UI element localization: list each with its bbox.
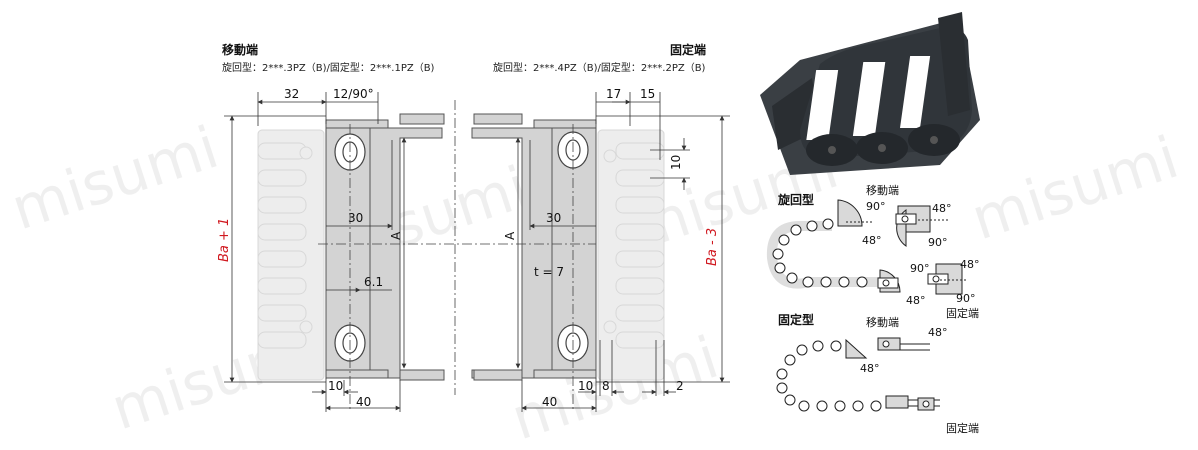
dim-thickness: t = 7 — [534, 265, 564, 279]
angle-48-f: 48° — [860, 362, 880, 375]
rotary-type-diagram — [766, 199, 968, 295]
dim-10-left: 10 — [328, 379, 343, 393]
right-bracket — [471, 113, 665, 381]
dim-40-right: 40 — [542, 395, 557, 409]
dim-6-1: 6.1 — [364, 275, 383, 289]
fixed-end-title: 固定端 — [670, 43, 707, 57]
fixed-fixed-end-label: 固定端 — [946, 421, 979, 435]
dim-15: 15 — [640, 87, 655, 101]
angle-48-c: 48° — [960, 258, 980, 271]
rotary-type-title: 旋回型 — [777, 192, 814, 207]
left-ghost-teeth — [257, 129, 325, 381]
angle-48-e: 48° — [928, 326, 948, 339]
center-lines — [318, 100, 596, 410]
dim-2: 2 — [676, 379, 684, 393]
left-bracket — [257, 113, 445, 381]
right-ghost-teeth — [597, 129, 665, 381]
dim-17: 17 — [606, 87, 621, 101]
angle-90-c: 90° — [910, 262, 930, 275]
rotary-chain-links — [772, 218, 868, 288]
dim-a-right: A — [503, 231, 517, 240]
fixed-end-subtitle: 旋回型：2***.4PZ（B)/固定型：2***.2PZ（B) — [493, 63, 706, 74]
dim-12-90: 12/90° — [333, 87, 374, 101]
left-dimension-lines — [224, 92, 407, 412]
dim-30-right: 30 — [546, 211, 561, 225]
dim-32: 32 — [284, 87, 299, 101]
fixed-chain-links — [776, 340, 882, 412]
dim-40-left: 40 — [356, 395, 371, 409]
angle-48-a: 48° — [932, 202, 952, 215]
angle-48-d: 48° — [906, 294, 926, 307]
fixed-type-title: 固定型 — [778, 312, 814, 327]
fixed-type-diagram — [776, 337, 940, 412]
angle-90-b: 90° — [928, 236, 948, 249]
dim-a-left: A — [389, 231, 403, 240]
dim-10-right: 10 — [578, 379, 593, 393]
angle-90-a: 90° — [866, 200, 886, 213]
cable-chain-render — [760, 12, 980, 175]
rotary-moving-end-label: 移動端 — [866, 183, 899, 197]
angle-90-d: 90° — [956, 292, 976, 305]
rotary-fixed-end-label: 固定端 — [946, 306, 979, 320]
fixed-moving-end-label: 移動端 — [866, 315, 899, 329]
dim-ba-plus: Ba + 1 — [217, 218, 232, 262]
watermark-text: misumi — [963, 123, 1186, 253]
moving-end-subtitle: 旋回型：2***.3PZ（B)/固定型：2***.1PZ（B) — [222, 63, 435, 74]
angle-48-b: 48° — [862, 234, 882, 247]
dim-10-vertical: 10 — [669, 155, 683, 170]
dim-30-left: 30 — [348, 211, 363, 225]
dim-ba-minus: Ba - 3 — [705, 228, 720, 266]
dim-8: 8 — [602, 379, 610, 393]
moving-end-title: 移動端 — [222, 43, 259, 57]
right-dimension-lines — [515, 92, 730, 412]
watermark-text: misumi — [3, 113, 226, 243]
